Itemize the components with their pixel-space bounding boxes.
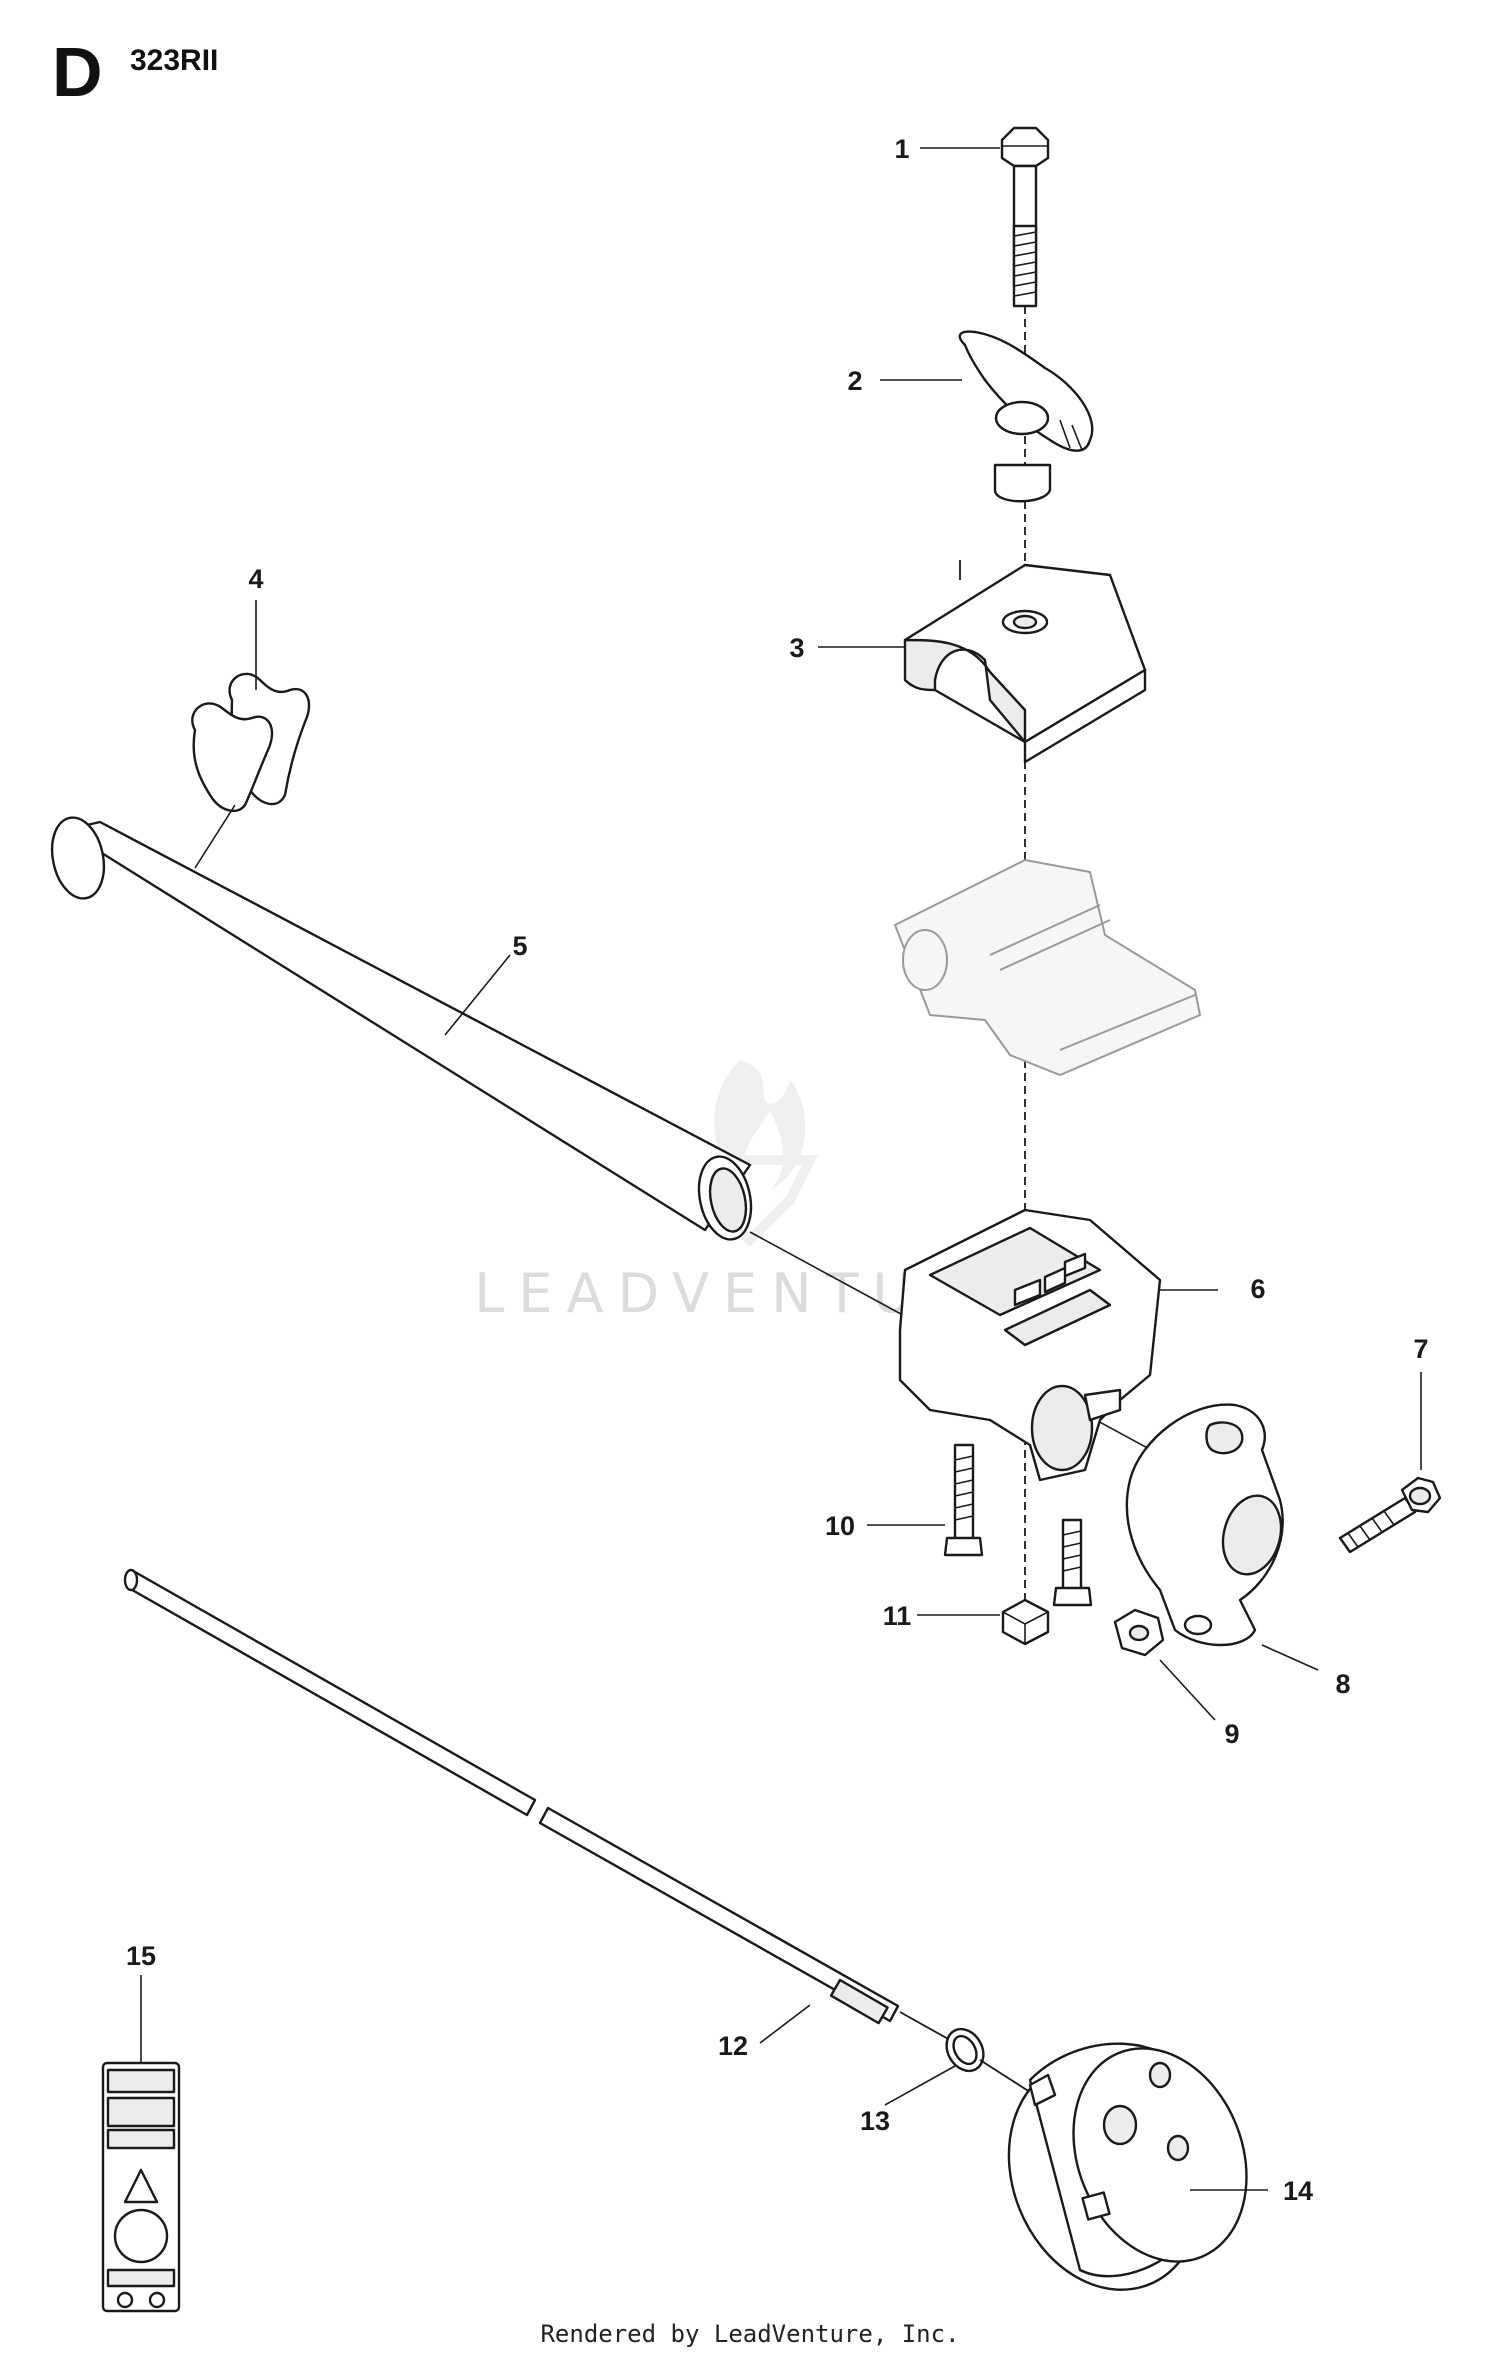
footer-credit: Rendered by LeadVenture, Inc.: [540, 2320, 959, 2348]
part-11-square-nut[interactable]: [1001, 1598, 1050, 1646]
part-4-clip[interactable]: [191, 672, 311, 813]
callout-9[interactable]: 9: [1224, 1719, 1239, 1749]
callout-14[interactable]: 14: [1283, 2176, 1313, 2206]
model-name: 323RII: [130, 44, 218, 77]
part-9-nut[interactable]: [1113, 1608, 1165, 1657]
callout-8[interactable]: 8: [1335, 1669, 1350, 1699]
part-12-drive-shaft[interactable]: [123, 1568, 900, 2025]
callout-2[interactable]: 2: [847, 366, 862, 396]
part-2-wing-knob[interactable]: [958, 330, 1094, 503]
part-14-clutch-drum[interactable]: [975, 2022, 1277, 2319]
leader-lines: [140, 147, 1422, 2191]
callout-7[interactable]: 7: [1413, 1334, 1428, 1364]
callout-10[interactable]: 10: [825, 1511, 855, 1541]
callout-6[interactable]: 6: [1250, 1274, 1265, 1304]
part-6-housing[interactable]: [898, 1208, 1162, 1482]
shaft-axis: [899, 2011, 951, 2041]
callout-11[interactable]: 11: [883, 1601, 912, 1631]
callout-1[interactable]: 1: [894, 134, 909, 164]
part-5-tube[interactable]: [45, 813, 758, 1245]
part-10-screw-right[interactable]: [1052, 1518, 1093, 1607]
ring-axis: [979, 2059, 1031, 2093]
part-8-bracket[interactable]: [1125, 1403, 1290, 1647]
part-13-ring[interactable]: [939, 2022, 990, 2077]
ghost-clamp-insert: [893, 858, 1202, 1077]
part-15-decal[interactable]: [101, 2061, 181, 2313]
callout-13[interactable]: 13: [860, 2106, 890, 2136]
section-letter: D: [52, 33, 103, 111]
callout-5[interactable]: 5: [512, 931, 527, 961]
part-10-screw-left[interactable]: [943, 1443, 984, 1557]
callout-3[interactable]: 3: [789, 633, 804, 663]
part-7-screw[interactable]: [1338, 1476, 1442, 1554]
part-1-bolt[interactable]: [1000, 126, 1050, 308]
part-3-clamp-cap[interactable]: [903, 563, 1147, 764]
callout-4[interactable]: 4: [248, 564, 263, 594]
callout-12[interactable]: 12: [718, 2031, 748, 2061]
callout-15[interactable]: 15: [126, 1941, 156, 1971]
